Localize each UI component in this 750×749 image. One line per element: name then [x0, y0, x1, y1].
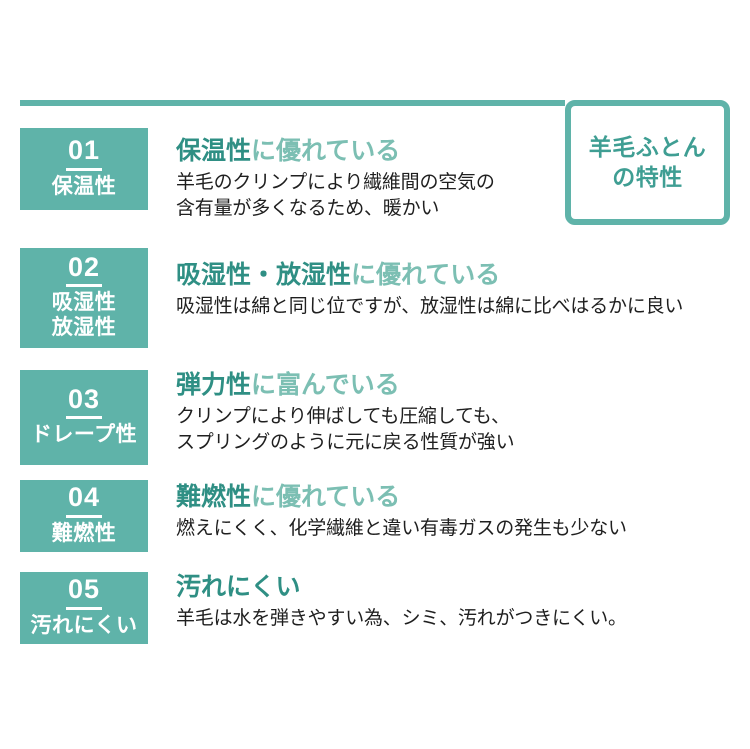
feature-number: 05 [65, 575, 103, 610]
feature-heading-keyword: 弾力性 [176, 371, 252, 399]
feature-badge: 03 ドレープ性 [20, 370, 148, 465]
title-card: 羊毛ふとん の特性 [565, 100, 730, 225]
feature-number: 01 [65, 136, 103, 171]
feature-badge-label: ドレープ性 [30, 423, 138, 447]
feature-heading: 汚れにくい [176, 572, 736, 603]
feature-content: 吸湿性・放湿性に優れている 吸湿性は綿と同じ位ですが、放湿性は綿に比べはるかに良… [176, 260, 736, 320]
feature-heading: 保温性に優れている [176, 136, 736, 167]
feature-badge-label: 保温性 [51, 174, 117, 198]
feature-content: 難燃性に優れている 燃えにくく、化学繊維と違い有毒ガスの発生も少ない [176, 482, 736, 542]
title-card-line-1: 羊毛ふとん [588, 133, 707, 160]
feature-badge: 05 汚れにくい [20, 572, 148, 644]
feature-badge: 02 吸湿性 放湿性 [20, 248, 148, 348]
feature-heading-keyword: 難燃性 [176, 483, 252, 511]
feature-heading: 弾力性に富んでいる [176, 370, 736, 401]
feature-badge: 04 難燃性 [20, 480, 148, 552]
top-divider-rule [20, 100, 565, 106]
feature-body-text: クリンプにより伸ばしても圧縮しても、 スプリングのように元に戻る性質が強い [176, 405, 515, 454]
feature-content: 保温性に優れている 羊毛のクリンプにより繊維間の空気の 含有量が多くなるため、暖… [176, 136, 736, 223]
feature-heading-suffix: に優れている [351, 261, 501, 289]
feature-body-text: 羊毛のクリンプにより繊維間の空気の 含有量が多くなるため、暖かい [176, 171, 495, 220]
feature-body-text: 羊毛は水を弾きやすい為、シミ、汚れがつきにくい。 [176, 607, 627, 629]
feature-heading-keyword: 保温性 [176, 137, 252, 165]
feature-badge: 01 保温性 [20, 128, 148, 210]
feature-badge-label: 汚れにくい [30, 613, 138, 637]
feature-number: 02 [65, 253, 103, 288]
feature-number: 04 [65, 483, 103, 518]
feature-heading-keyword: 吸湿性・放湿性 [176, 261, 352, 289]
feature-badge-label: 難燃性 [51, 521, 117, 545]
feature-heading-suffix: に優れている [251, 137, 401, 165]
feature-heading-keyword: 汚れにくい [176, 573, 301, 601]
feature-number: 03 [65, 385, 103, 420]
feature-heading-suffix: に優れている [251, 483, 401, 511]
feature-content: 汚れにくい 羊毛は水を弾きやすい為、シミ、汚れがつきにくい。 [176, 572, 736, 632]
title-card-line-2: の特性 [612, 163, 683, 190]
feature-content: 弾力性に富んでいる クリンプにより伸ばしても圧縮しても、 スプリングのように元に… [176, 370, 736, 457]
feature-body-text: 燃えにくく、化学繊維と違い有毒ガスの発生も少ない [176, 517, 627, 539]
feature-heading-suffix: に富んでいる [251, 371, 400, 399]
feature-heading: 吸湿性・放湿性に優れている [176, 260, 736, 291]
feature-body-text: 吸湿性は綿と同じ位ですが、放湿性は綿に比べはるかに良い [176, 295, 684, 317]
feature-heading: 難燃性に優れている [176, 482, 736, 513]
feature-badge-label: 吸湿性 放湿性 [51, 291, 117, 340]
